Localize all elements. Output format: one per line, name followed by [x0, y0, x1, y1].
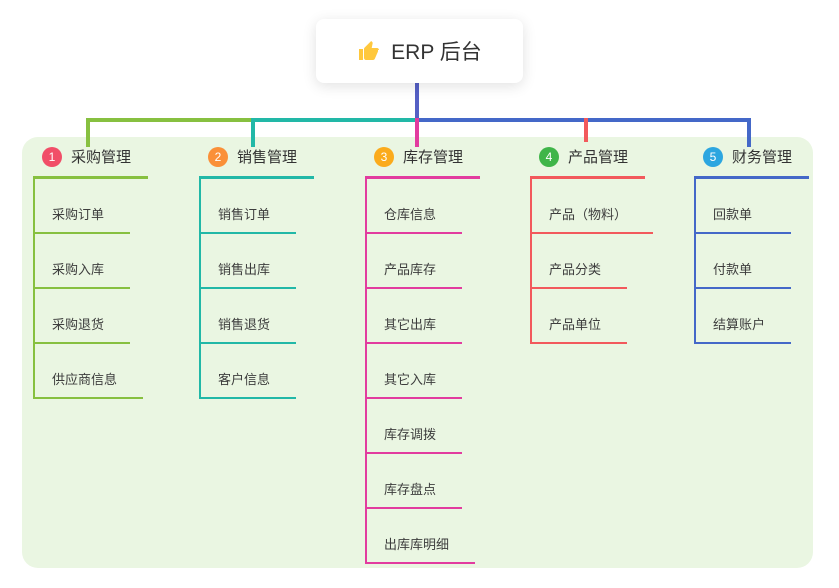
- node-settlement-account[interactable]: 结算账户: [696, 314, 792, 344]
- node-product-stock[interactable]: 产品库存: [367, 259, 463, 289]
- connector-drop-purchase: [86, 118, 90, 147]
- node-receipt-order[interactable]: 回款单: [696, 204, 791, 234]
- branch-header-finance[interactable]: 5 财务管理: [694, 146, 809, 179]
- node-product-category[interactable]: 产品分类: [532, 259, 628, 289]
- node-product-unit[interactable]: 产品单位: [532, 314, 628, 344]
- node-sales-order[interactable]: 销售订单: [201, 204, 297, 234]
- node-sales-outbound[interactable]: 销售出库: [201, 259, 297, 289]
- badge-3: 3: [374, 146, 394, 167]
- node-purchase-inbound[interactable]: 采购入库: [35, 259, 131, 289]
- branch-label-sales: 销售管理: [237, 149, 298, 166]
- node-sales-return[interactable]: 销售退货: [201, 314, 297, 344]
- node-stock-count[interactable]: 库存盘点: [367, 479, 463, 509]
- branch-header-product[interactable]: 4 产品管理: [530, 146, 645, 179]
- branch-sales: 2 销售管理 销售订单 销售出库 销售退货 客户信息: [199, 146, 314, 399]
- branch-finance: 5 财务管理 回款单 付款单 结算账户: [694, 146, 809, 344]
- connector-horizontal-purchase: [86, 118, 253, 122]
- connector-horizontal-sales: [251, 118, 417, 122]
- branch-product: 4 产品管理 产品（物料） 产品分类 产品单位: [530, 146, 654, 344]
- branch-header-inventory[interactable]: 3 库存管理: [365, 146, 480, 179]
- connector-drop-finance: [747, 118, 751, 147]
- connector-drop-inventory: [415, 118, 419, 147]
- branch-children-product: 产品（物料） 产品分类 产品单位: [530, 179, 654, 344]
- connector-horizontal-finance: [415, 118, 750, 122]
- node-outbound-detail[interactable]: 出库库明细: [367, 534, 476, 564]
- node-other-inbound[interactable]: 其它入库: [367, 369, 463, 399]
- branch-purchase: 1 采购管理 采购订单 采购入库 采购退货 供应商信息: [33, 146, 148, 399]
- connector-drop-product: [584, 118, 588, 142]
- branch-children-inventory: 仓库信息 产品库存 其它出库 其它入库 库存调拨 库存盘点 出库库明细: [365, 179, 480, 564]
- branch-inventory: 3 库存管理 仓库信息 产品库存 其它出库 其它入库 库存调拨 库存盘点 出库库…: [365, 146, 480, 564]
- node-supplier-info[interactable]: 供应商信息: [35, 369, 144, 399]
- node-purchase-order[interactable]: 采购订单: [35, 204, 131, 234]
- badge-2: 2: [208, 146, 228, 167]
- node-customer-info[interactable]: 客户信息: [201, 369, 297, 399]
- node-stock-transfer[interactable]: 库存调拨: [367, 424, 463, 454]
- node-payment-order[interactable]: 付款单: [696, 259, 791, 289]
- branch-children-purchase: 采购订单 采购入库 采购退货 供应商信息: [33, 179, 148, 399]
- connector-root-stem: [415, 83, 419, 120]
- branch-children-finance: 回款单 付款单 结算账户: [694, 179, 809, 344]
- root-node-label: ERP 后台: [391, 41, 482, 64]
- node-other-outbound[interactable]: 其它出库: [367, 314, 463, 344]
- branch-header-purchase[interactable]: 1 采购管理: [33, 146, 148, 179]
- badge-1: 1: [42, 146, 62, 167]
- branch-label-product: 产品管理: [568, 149, 629, 166]
- branch-label-finance: 财务管理: [732, 149, 793, 166]
- node-purchase-return[interactable]: 采购退货: [35, 314, 131, 344]
- mindmap-panel: [22, 137, 813, 568]
- root-node-erp[interactable]: ERP 后台: [316, 19, 523, 83]
- badge-5: 5: [703, 146, 723, 167]
- badge-4: 4: [539, 146, 559, 167]
- connector-drop-sales: [251, 118, 255, 147]
- branch-label-purchase: 采购管理: [71, 149, 132, 166]
- node-warehouse-info[interactable]: 仓库信息: [367, 204, 463, 234]
- node-product-material[interactable]: 产品（物料）: [532, 204, 654, 234]
- branch-header-sales[interactable]: 2 销售管理: [199, 146, 314, 179]
- branch-label-inventory: 库存管理: [403, 149, 464, 166]
- branch-children-sales: 销售订单 销售出库 销售退货 客户信息: [199, 179, 314, 399]
- thumbs-up-icon: [357, 39, 381, 63]
